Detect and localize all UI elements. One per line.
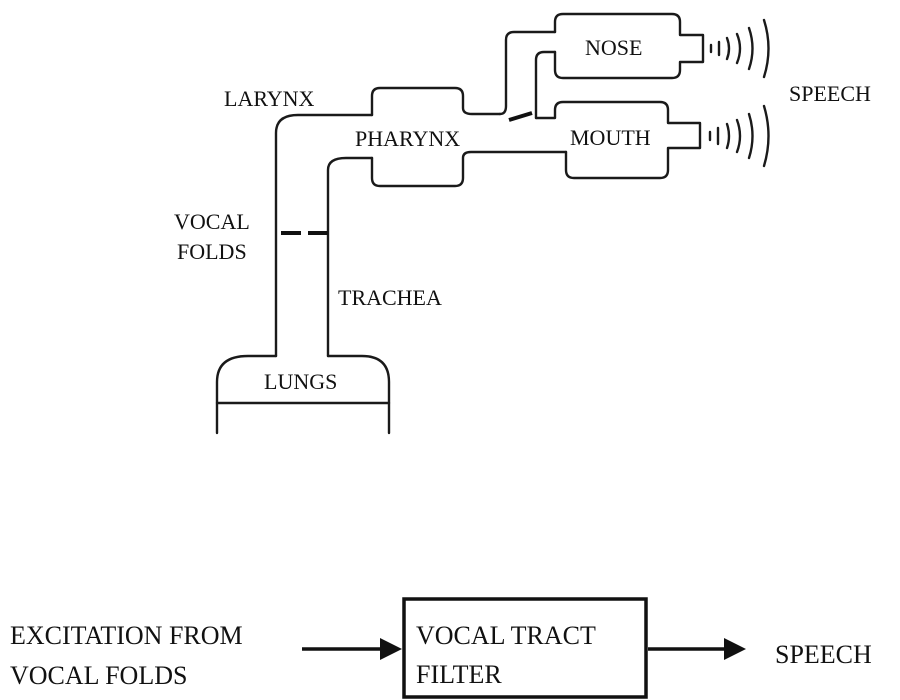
output-arrow-head [724,638,746,660]
velum [508,111,533,122]
source-filter-block-diagram: EXCITATION FROM VOCAL FOLDS VOCAL TRACT … [10,597,872,699]
vocal-folds-label-line2: FOLDS [177,239,247,264]
excitation-label-line2: VOCAL FOLDS [10,661,187,690]
lungs-outline [215,354,391,435]
nose-label: NOSE [585,35,642,60]
filter-label-line1: VOCAL TRACT [416,621,596,650]
lungs-label: LUNGS [264,369,337,394]
nose-sound-waves [709,18,770,79]
nasal-cavity [553,12,705,80]
input-arrow-head [380,638,402,660]
speech-output-label: SPEECH [775,640,872,669]
pharynx-label: PHARYNX [355,126,460,151]
vocal-folds-label-line1: VOCAL [174,209,250,234]
trachea-label: TRACHEA [338,285,442,310]
vocal-tract-schematic: NOSE SPEECH LARYNX PHARYNX MOUTH VOCAL F… [174,12,871,435]
vocal-tract-filter-box [402,597,648,699]
speech-label-top: SPEECH [789,81,871,106]
oral-cavity [534,100,702,180]
filter-label-line2: FILTER [416,660,502,689]
trachea-left-wall [274,113,374,358]
pharynx-lower-wall [370,150,568,188]
larynx-label: LARYNX [224,86,315,111]
nasal-passage-outer [498,30,557,116]
trachea-right-wall [326,156,374,358]
mouth-label: MOUTH [570,125,651,150]
pharynx-upper-wall [370,86,502,117]
excitation-label-line1: EXCITATION FROM [10,621,243,650]
mouth-sound-waves [708,104,770,168]
nasal-passage-inner [534,50,557,120]
